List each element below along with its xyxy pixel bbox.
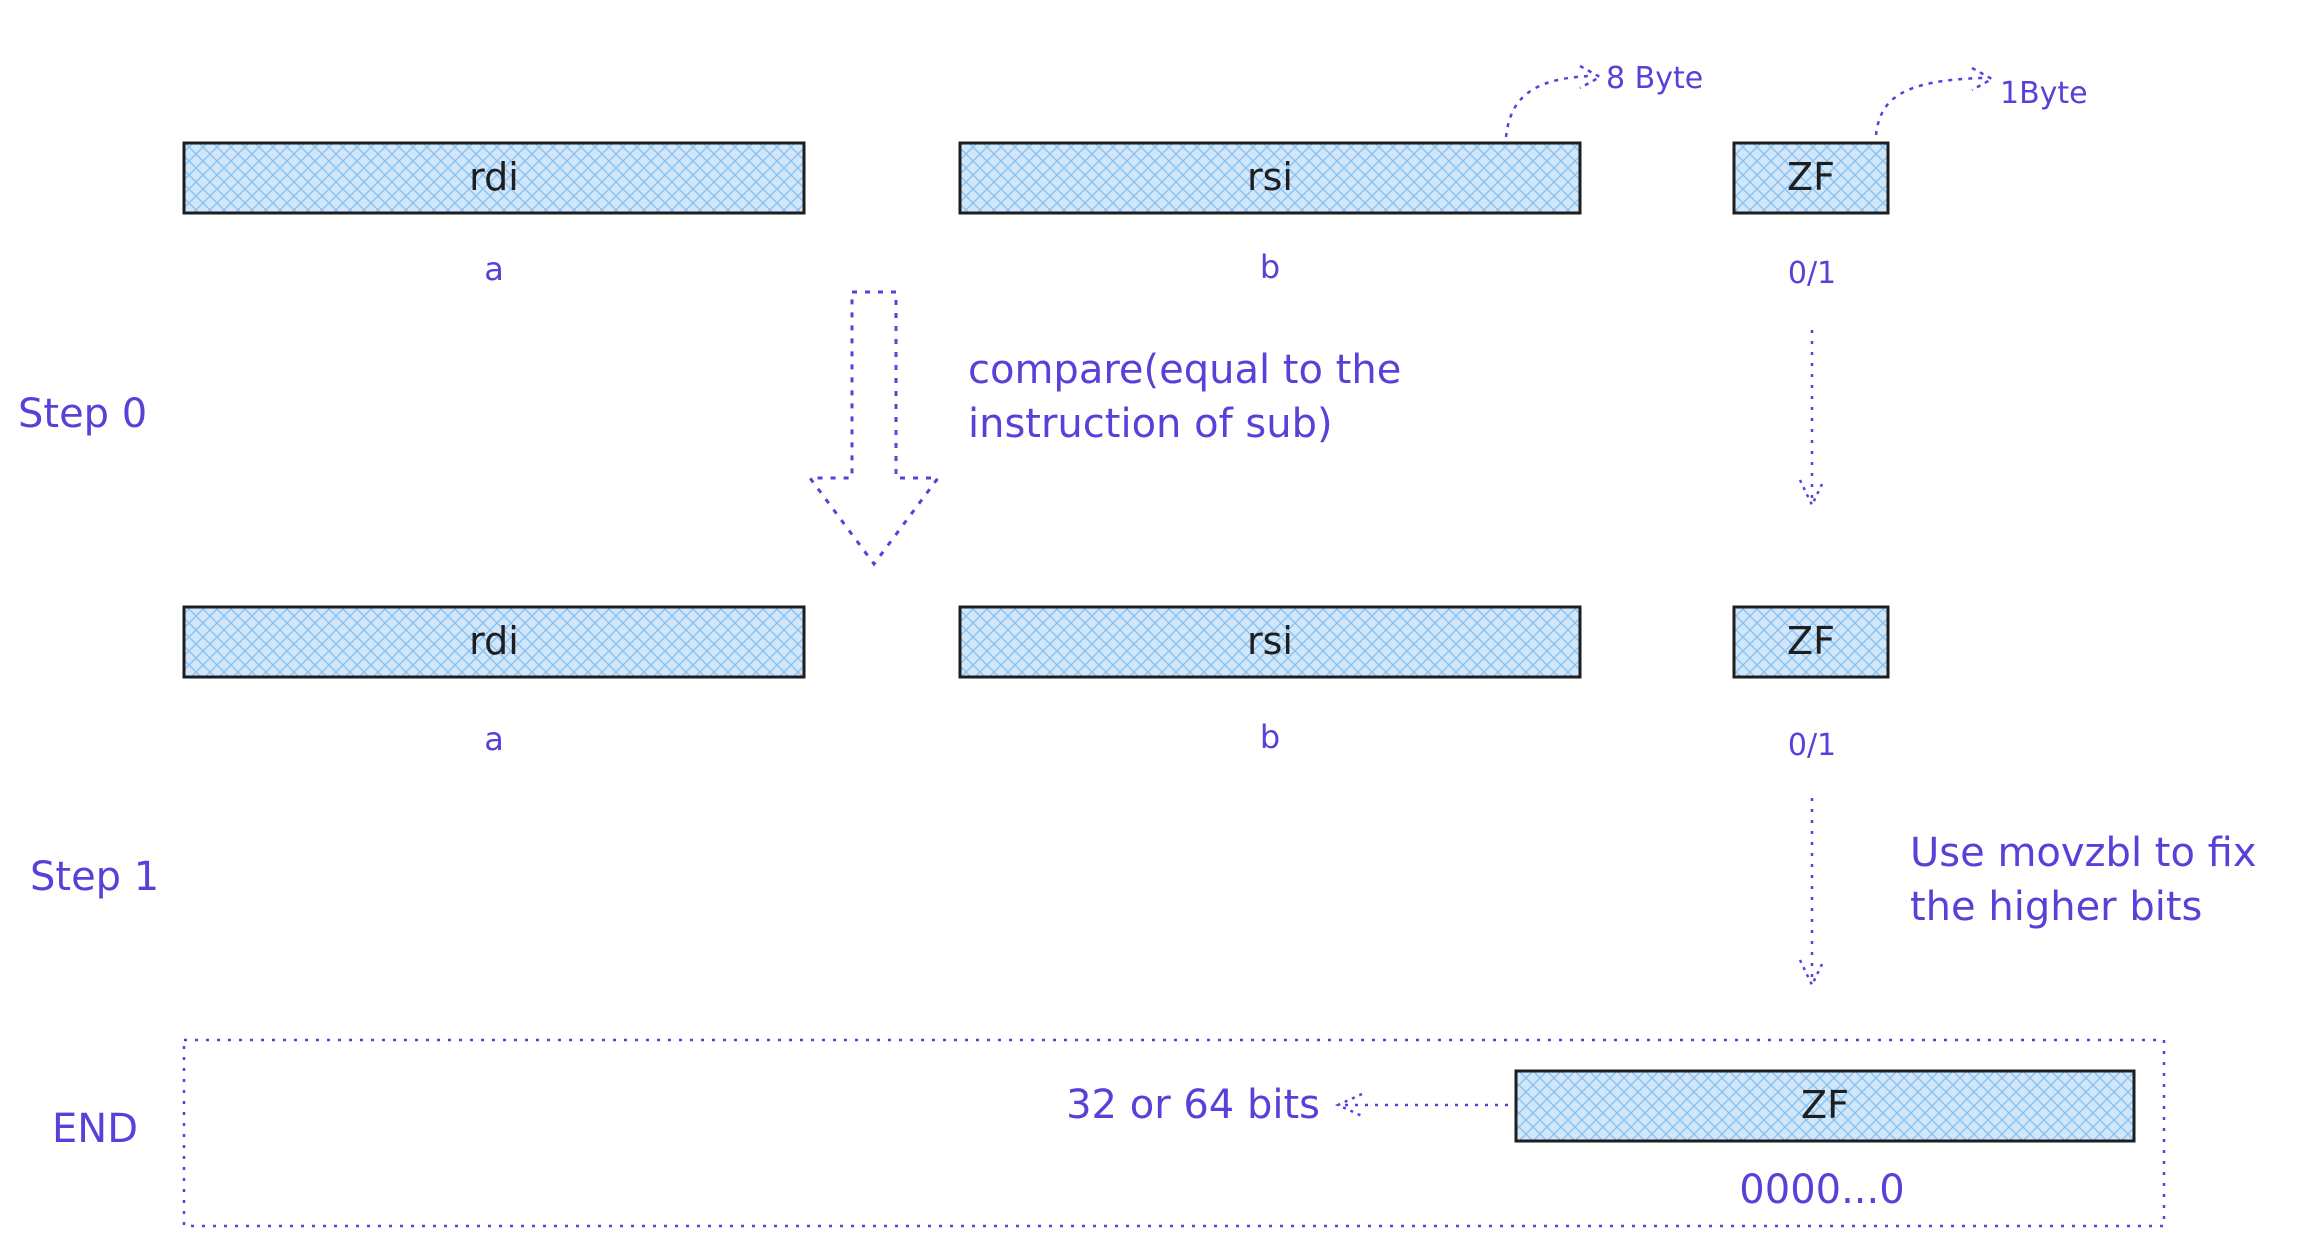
step0-rdi-register: rdi — [182, 141, 806, 215]
step0-rdi-box — [182, 141, 806, 215]
step1-rsi-value: b — [1260, 718, 1280, 756]
zf-size-pointer-arrow — [1874, 76, 1985, 136]
movzbl-note-line1: Use movzbl to fix — [1910, 830, 2257, 876]
step1-rdi-register: rdi — [182, 605, 806, 679]
step1-rdi-label: rdi — [469, 619, 519, 663]
movzbl-note: Use movzbl to fix the higher bits — [1910, 830, 2257, 930]
step1-zf-value: 0/1 — [1788, 728, 1836, 763]
compare-down-arrow — [807, 290, 941, 567]
step0-rsi-value: b — [1260, 248, 1280, 286]
step1-zf-register: ZF — [1732, 605, 1890, 679]
step0-rdi-value: a — [484, 250, 504, 288]
step1-rsi-register: rsi — [958, 605, 1582, 679]
compare-note-line1: compare(equal to the — [968, 347, 1401, 393]
step1-zf-label: ZF — [1787, 619, 1835, 663]
step1-zf-box — [1732, 605, 1890, 679]
width-pointer-arrowhead — [1334, 1092, 1363, 1118]
end-zf-label: ZF — [1801, 1083, 1849, 1127]
step0-rsi-label: rsi — [1247, 155, 1293, 199]
zf-flow-arrowhead — [1798, 479, 1826, 508]
step0-rsi-register: rsi — [958, 141, 1582, 215]
step0-zf-value: 0/1 — [1788, 256, 1836, 291]
step0-zf-register: ZF — [1732, 141, 1890, 215]
rsi-size-pointer-arrow — [1504, 74, 1593, 138]
step1-rsi-box — [958, 605, 1582, 679]
end-container — [182, 1038, 2166, 1228]
compare-note: compare(equal to the instruction of sub) — [968, 347, 1401, 447]
zf-size-note: 1Byte — [2000, 76, 2088, 111]
movzbl-flow-arrowhead — [1798, 959, 1826, 988]
step0-label: Step 0 — [18, 391, 147, 437]
step1-rdi-box — [182, 605, 806, 679]
step1-rsi-label: rsi — [1247, 619, 1293, 663]
end-label: END — [52, 1106, 138, 1152]
rsi-size-arrowhead — [1579, 64, 1603, 90]
step1-label: Step 1 — [30, 854, 159, 900]
end-zf-box — [1514, 1069, 2136, 1143]
step0-zf-label: ZF — [1787, 155, 1835, 199]
step0-rdi-label: rdi — [469, 155, 519, 199]
step0-rsi-box — [958, 141, 1582, 215]
rsi-size-note: 8 Byte — [1606, 61, 1703, 96]
width-note: 32 or 64 bits — [1066, 1082, 1320, 1128]
end-zf-value: 0000...0 — [1739, 1167, 1904, 1213]
end-zf-register: ZF — [1514, 1069, 2136, 1143]
movzbl-note-line2: the higher bits — [1910, 884, 2202, 930]
zf-size-arrowhead — [1971, 66, 1995, 92]
compare-note-line2: instruction of sub) — [968, 401, 1333, 447]
step0-zf-box — [1732, 141, 1890, 215]
step1-rdi-value: a — [484, 720, 504, 758]
